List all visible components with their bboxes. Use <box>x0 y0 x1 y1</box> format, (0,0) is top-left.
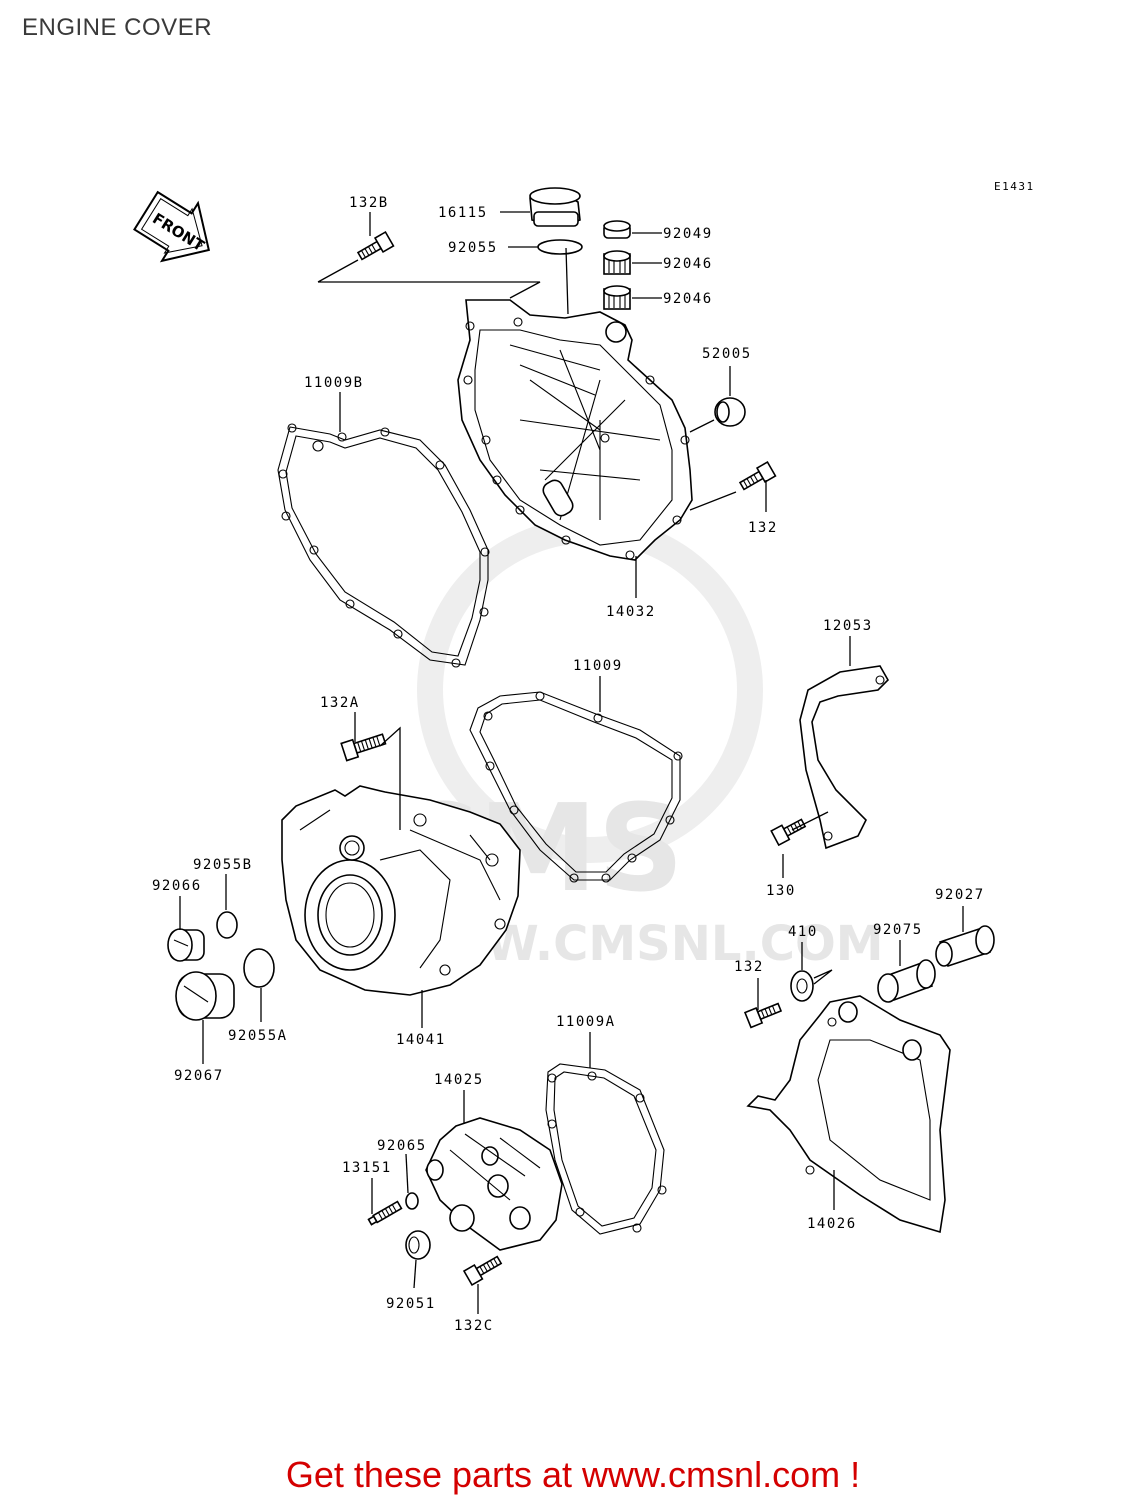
label-12053: 12053 <box>823 618 873 634</box>
label-130: 130 <box>766 883 796 899</box>
generator-cover-14041 <box>281 785 521 996</box>
bolt-130 <box>770 818 807 847</box>
label-92046-a: 92046 <box>663 256 713 272</box>
o-ring-92055 <box>537 239 583 255</box>
o-ring-92055A <box>243 948 275 988</box>
label-132B: 132B <box>349 195 389 211</box>
label-132A: 132A <box>320 695 360 711</box>
label-92067: 92067 <box>174 1068 224 1084</box>
label-14041: 14041 <box>396 1032 446 1048</box>
plug-92066 <box>167 928 205 962</box>
o-ring-92055B <box>216 911 238 939</box>
gasket-11009B <box>277 423 490 668</box>
bolt-132-lower <box>743 1002 783 1029</box>
sprocket-cover-14026 <box>746 995 951 1234</box>
label-92066: 92066 <box>152 878 202 894</box>
gasket-11009 <box>469 691 683 883</box>
plug-92067 <box>175 971 235 1021</box>
label-92075: 92075 <box>873 922 923 938</box>
label-92027: 92027 <box>935 887 985 903</box>
diagram-code-label: E1431 <box>994 180 1035 193</box>
needle-bearing-92046-b <box>603 285 631 310</box>
o-ring-92065 <box>405 1192 419 1210</box>
collar-92075 <box>877 959 936 1003</box>
label-16115: 16115 <box>438 205 488 221</box>
washer-410 <box>790 970 814 1002</box>
label-11009: 11009 <box>573 658 623 674</box>
chain-guard-12053 <box>799 665 889 850</box>
label-410: 410 <box>788 924 818 940</box>
gasket-11009A <box>545 1063 667 1235</box>
label-14026: 14026 <box>807 1216 857 1232</box>
oil-filler-cap-16115 <box>529 187 581 227</box>
label-14032: 14032 <box>606 604 656 620</box>
exploded-parts-diagram: CMS WWW.CMSNL.COM FRONT E1431 <box>133 180 1035 1334</box>
collar-92027 <box>935 925 995 968</box>
bolt-132-upper <box>738 460 777 491</box>
clutch-cover-14032 <box>457 299 693 561</box>
label-92055A: 92055A <box>228 1028 288 1044</box>
label-92055: 92055 <box>448 240 498 256</box>
label-92046-b: 92046 <box>663 291 713 307</box>
oil-seal-92051 <box>405 1230 431 1260</box>
label-14025: 14025 <box>434 1072 484 1088</box>
label-11009A: 11009A <box>556 1014 616 1030</box>
pump-cover-14025 <box>425 1117 563 1251</box>
label-132C: 132C <box>454 1318 494 1334</box>
part-labels: 132B 16115 92055 92049 92046 92046 52005… <box>152 195 985 1334</box>
bolt-132C <box>462 1255 503 1287</box>
page-title: ENGINE COVER <box>22 14 213 41</box>
bolt-132A <box>340 733 387 762</box>
label-52005: 52005 <box>702 346 752 362</box>
footer-promo-link[interactable]: Get these parts at www.cmsnl.com ! <box>285 1454 861 1495</box>
label-11009B: 11009B <box>304 375 364 391</box>
label-132-upper: 132 <box>748 520 778 536</box>
needle-bearing-92046-a <box>603 250 631 275</box>
label-13151: 13151 <box>342 1160 392 1176</box>
bearing-92049 <box>603 220 631 239</box>
label-92055B: 92055B <box>193 857 253 873</box>
label-132-lower: 132 <box>734 959 764 975</box>
label-92049: 92049 <box>663 226 713 242</box>
label-92051: 92051 <box>386 1296 436 1312</box>
oil-seal-52005 <box>714 397 746 427</box>
bolt-132B <box>356 230 395 261</box>
front-arrow-icon: FRONT <box>133 190 211 263</box>
bleed-screw-13151 <box>367 1200 403 1226</box>
leader-lines <box>179 211 964 1314</box>
label-92065: 92065 <box>377 1138 427 1154</box>
